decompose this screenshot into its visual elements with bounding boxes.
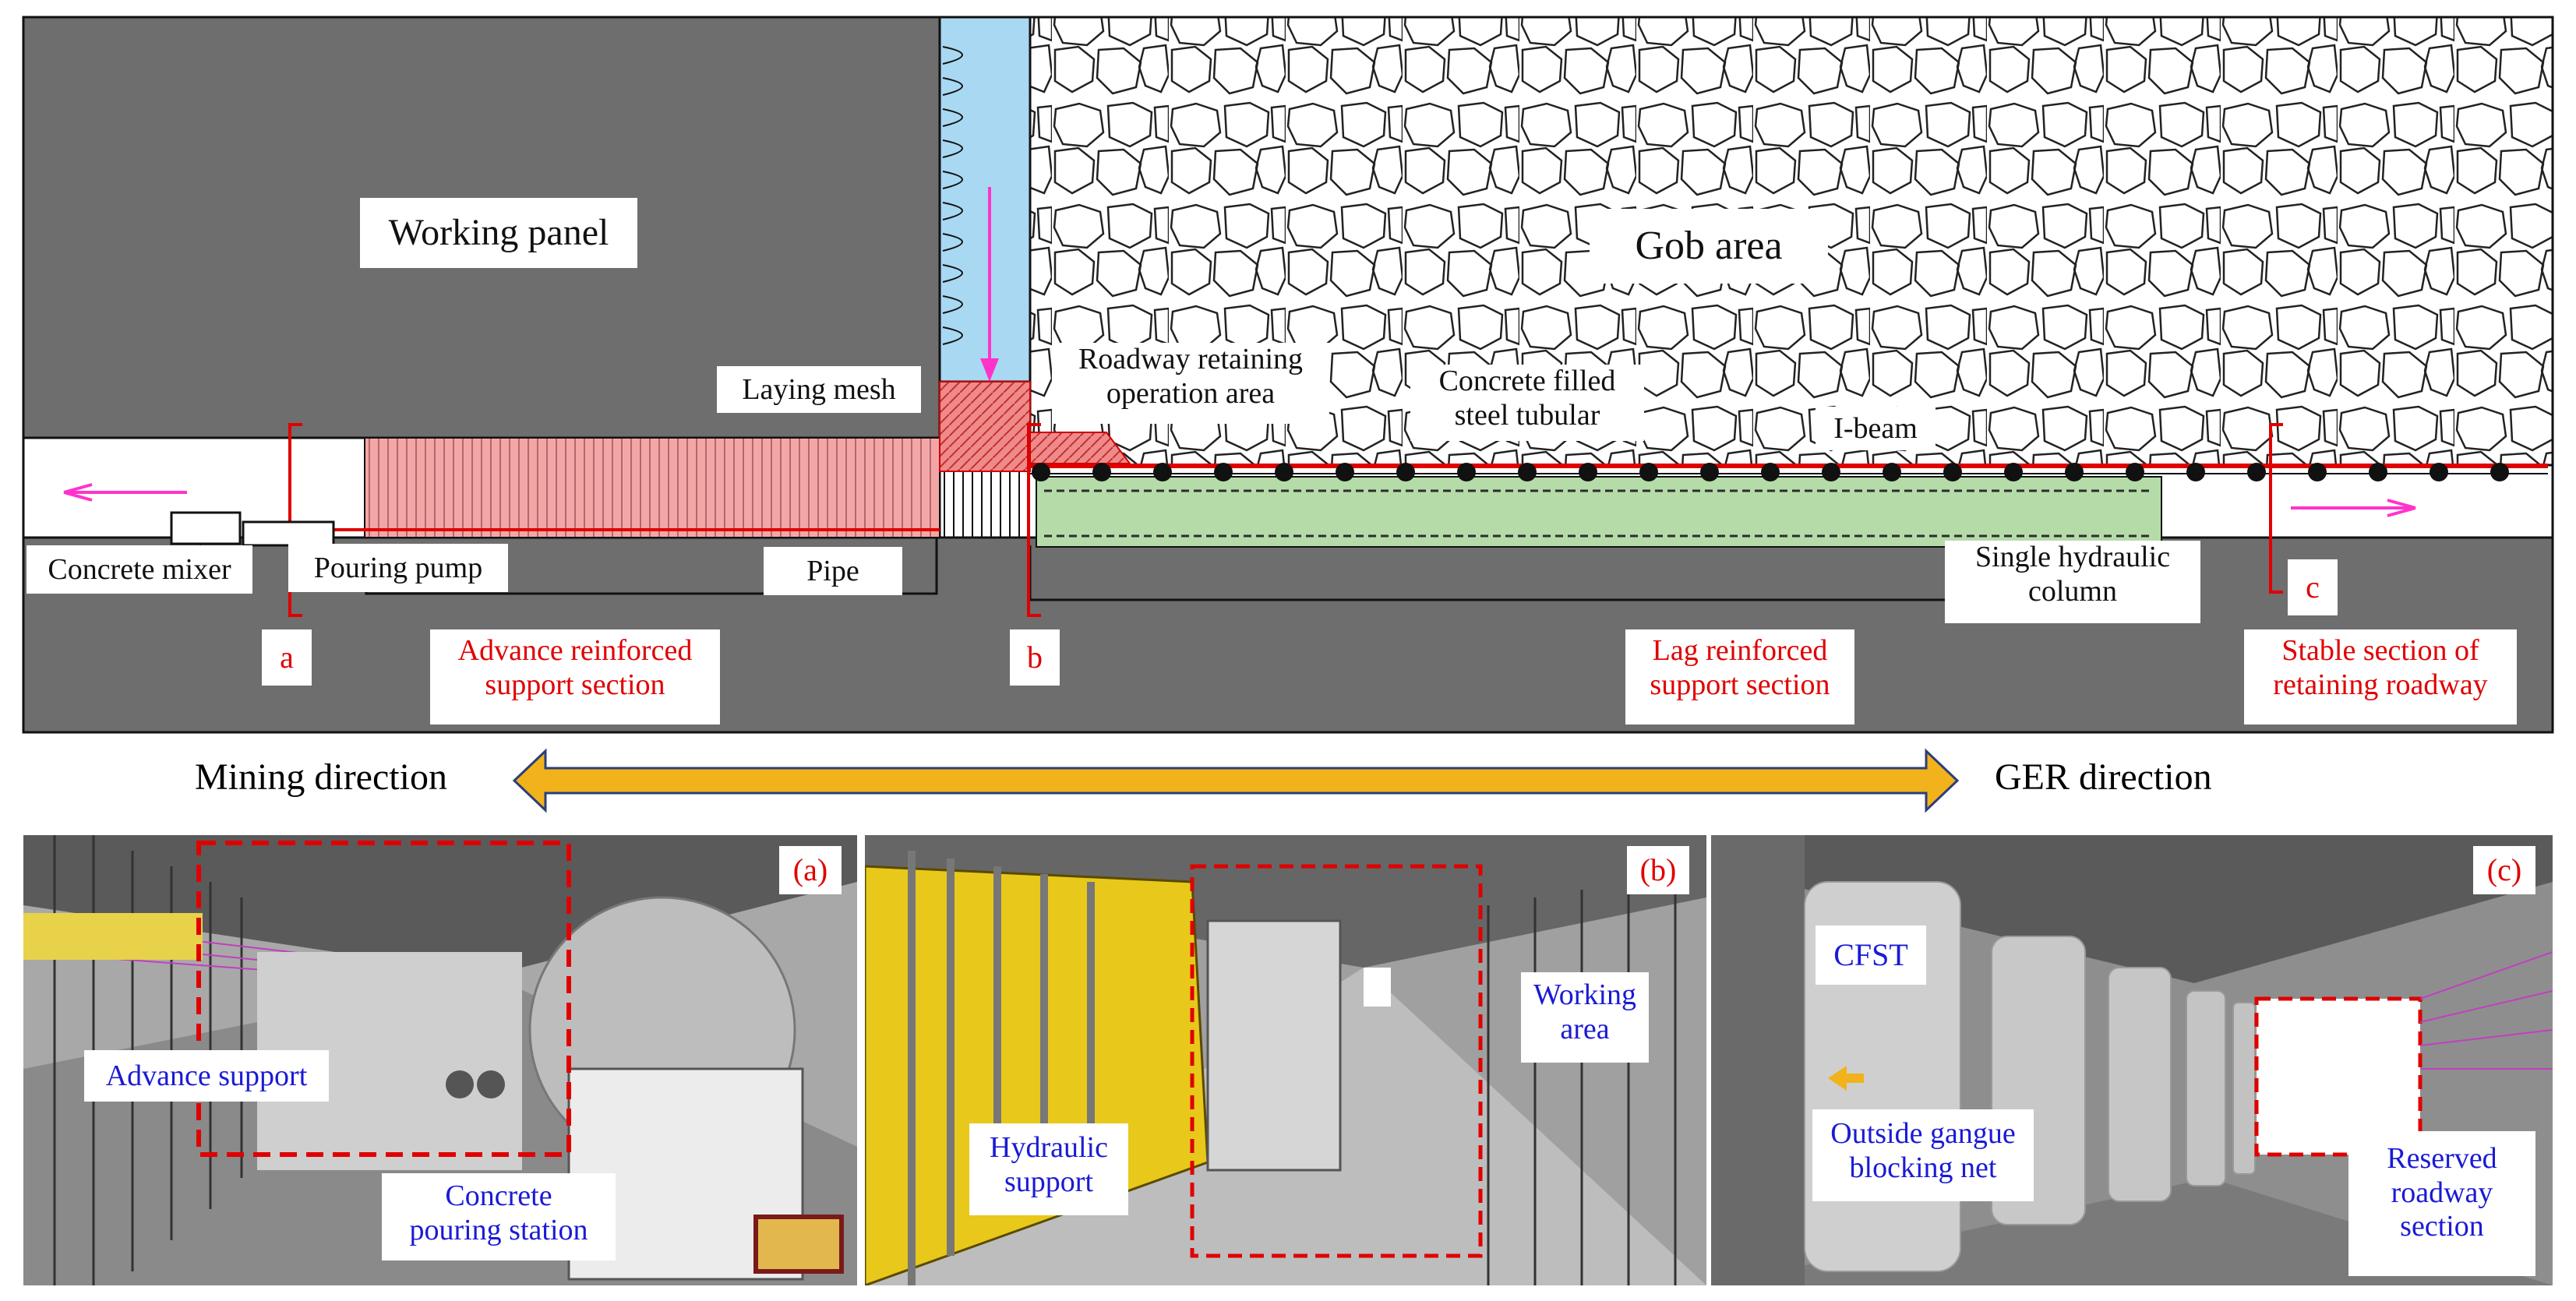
cfst-photo-label: CFST: [1816, 926, 1926, 985]
pipe-label: Pipe: [764, 547, 902, 595]
stable-line2: retaining roadway: [2273, 668, 2488, 701]
hydraulic-support-label: Hydraulic support: [969, 1123, 1128, 1215]
roadway-retaining-label: Roadway retaining operation area: [1052, 343, 1329, 424]
cfst-column-marker: [2430, 463, 2448, 481]
outside-line2: blocking net: [1849, 1151, 1997, 1184]
cfst-column-marker: [1883, 463, 1901, 481]
working-area-label: Working area: [1521, 972, 1649, 1063]
direction-arrow: [512, 748, 1960, 813]
cfst-line1: Concrete filled: [1438, 365, 1616, 397]
lag-section-label: Lag reinforced support section: [1625, 629, 1854, 725]
stable-line1: Stable section of: [2281, 634, 2479, 667]
reserved-line2: roadway: [2391, 1176, 2493, 1209]
cfst-column-marker: [1457, 463, 1476, 481]
advance-support-label: Advance support: [84, 1050, 329, 1102]
working-panel-label: Working panel: [360, 198, 637, 268]
cfst-column-marker: [2126, 463, 2144, 481]
water-column: [938, 16, 1032, 383]
cfst-column-marker: [2065, 463, 2084, 481]
cfst-column-marker: [1396, 463, 1415, 481]
gob-area-label: Gob area: [1590, 209, 1828, 284]
mining-direction-label: Mining direction: [195, 756, 447, 798]
cfst-line2: steel tubular: [1454, 398, 1600, 432]
cfst-column-marker: [1153, 463, 1172, 481]
photo-c: (c) CFST Outside gangue blocking net Res…: [1711, 835, 2553, 1285]
marker-a: a: [262, 629, 312, 686]
cfst-row: [1032, 463, 2509, 481]
photo-c-tag: (c): [2473, 846, 2535, 894]
right-small-arrow: [2291, 499, 2416, 517]
i-beam-label: I-beam: [1816, 407, 1936, 450]
cfst-column-marker: [2369, 463, 2387, 481]
cfst-column-marker: [2308, 463, 2327, 481]
single-hydraulic-label: Single hydraulic column: [1945, 541, 2200, 623]
laying-mesh-area: [364, 437, 940, 538]
lag-line1: Lag reinforced: [1652, 634, 1828, 667]
cfst-column-marker: [1639, 463, 1658, 481]
single-hydraulic-line1: Single hydraulic: [1974, 541, 2171, 573]
cfst-column-marker: [1943, 463, 1962, 481]
working-line2: area: [1560, 1012, 1610, 1045]
cfst-column-marker: [1092, 463, 1111, 481]
hydraulic-line2: support: [1004, 1165, 1093, 1198]
laying-mesh-label: Laying mesh: [717, 366, 921, 413]
lag-line2: support section: [1650, 668, 1830, 701]
left-small-arrow: [63, 483, 187, 502]
concrete-mixer-label: Concrete mixer: [26, 545, 252, 594]
advance-line2: support section: [485, 668, 665, 701]
cfst-column-marker: [2004, 463, 2023, 481]
working-line1: Working: [1533, 978, 1637, 1011]
reserved-line3: section: [2400, 1210, 2484, 1243]
cfst-column-marker: [1518, 463, 1537, 481]
stable-section-label: Stable section of retaining roadway: [2244, 629, 2517, 725]
advance-line1: Advance reinforced: [457, 634, 693, 667]
cfst-column-marker: [1336, 463, 1354, 481]
cfst-column-marker: [1761, 463, 1780, 481]
cfst-column-marker: [1700, 463, 1719, 481]
cfst-column-marker: [2186, 463, 2205, 481]
cfst-label: Concrete filled steel tubular: [1410, 365, 1644, 441]
single-hydraulic-line2: column: [2028, 574, 2117, 608]
cfst-column-marker: [1032, 463, 1050, 481]
bracket-a: [288, 423, 302, 617]
cfst-column-marker: [2490, 463, 2509, 481]
cfst-column-marker: [1214, 463, 1233, 481]
roadway-retaining-line2: operation area: [1106, 376, 1276, 410]
concrete-pouring-label: Concrete pouring station: [382, 1173, 616, 1260]
reserved-line1: Reserved: [2387, 1142, 2497, 1175]
outside-line1: Outside gangue: [1830, 1117, 2016, 1150]
photo-b: (b) Working area Hydraulic support: [865, 835, 1706, 1285]
cfst-column-marker: [1275, 463, 1293, 481]
marker-c: c: [2288, 559, 2338, 615]
pouring-line1: Concrete: [445, 1179, 552, 1212]
roadway-retaining-line1: Roadway retaining: [1078, 343, 1304, 375]
cfst-column-marker: [1822, 463, 1840, 481]
photo-a-tag: (a): [779, 846, 842, 894]
hydraulic-line1: Hydraulic: [990, 1131, 1108, 1164]
bracket-c: [2269, 423, 2283, 594]
outside-gangue-label: Outside gangue blocking net: [1812, 1109, 2034, 1201]
marker-b: b: [1010, 629, 1060, 686]
reserved-roadway-label: Reserved roadway section: [2348, 1131, 2535, 1276]
pouring-line2: pouring station: [409, 1213, 588, 1246]
ger-direction-label: GER direction: [1995, 756, 2212, 798]
photo-b-tag: (b): [1627, 846, 1689, 894]
pouring-pump-label: Pouring pump: [288, 544, 508, 592]
cfst-column-marker: [2247, 463, 2266, 481]
cfst-column-marker: [1579, 463, 1597, 481]
photo-a: (a) Advance support Concrete pouring sta…: [23, 835, 857, 1285]
bracket-b: [1027, 423, 1041, 617]
advance-section-label: Advance reinforced support section: [430, 629, 720, 725]
